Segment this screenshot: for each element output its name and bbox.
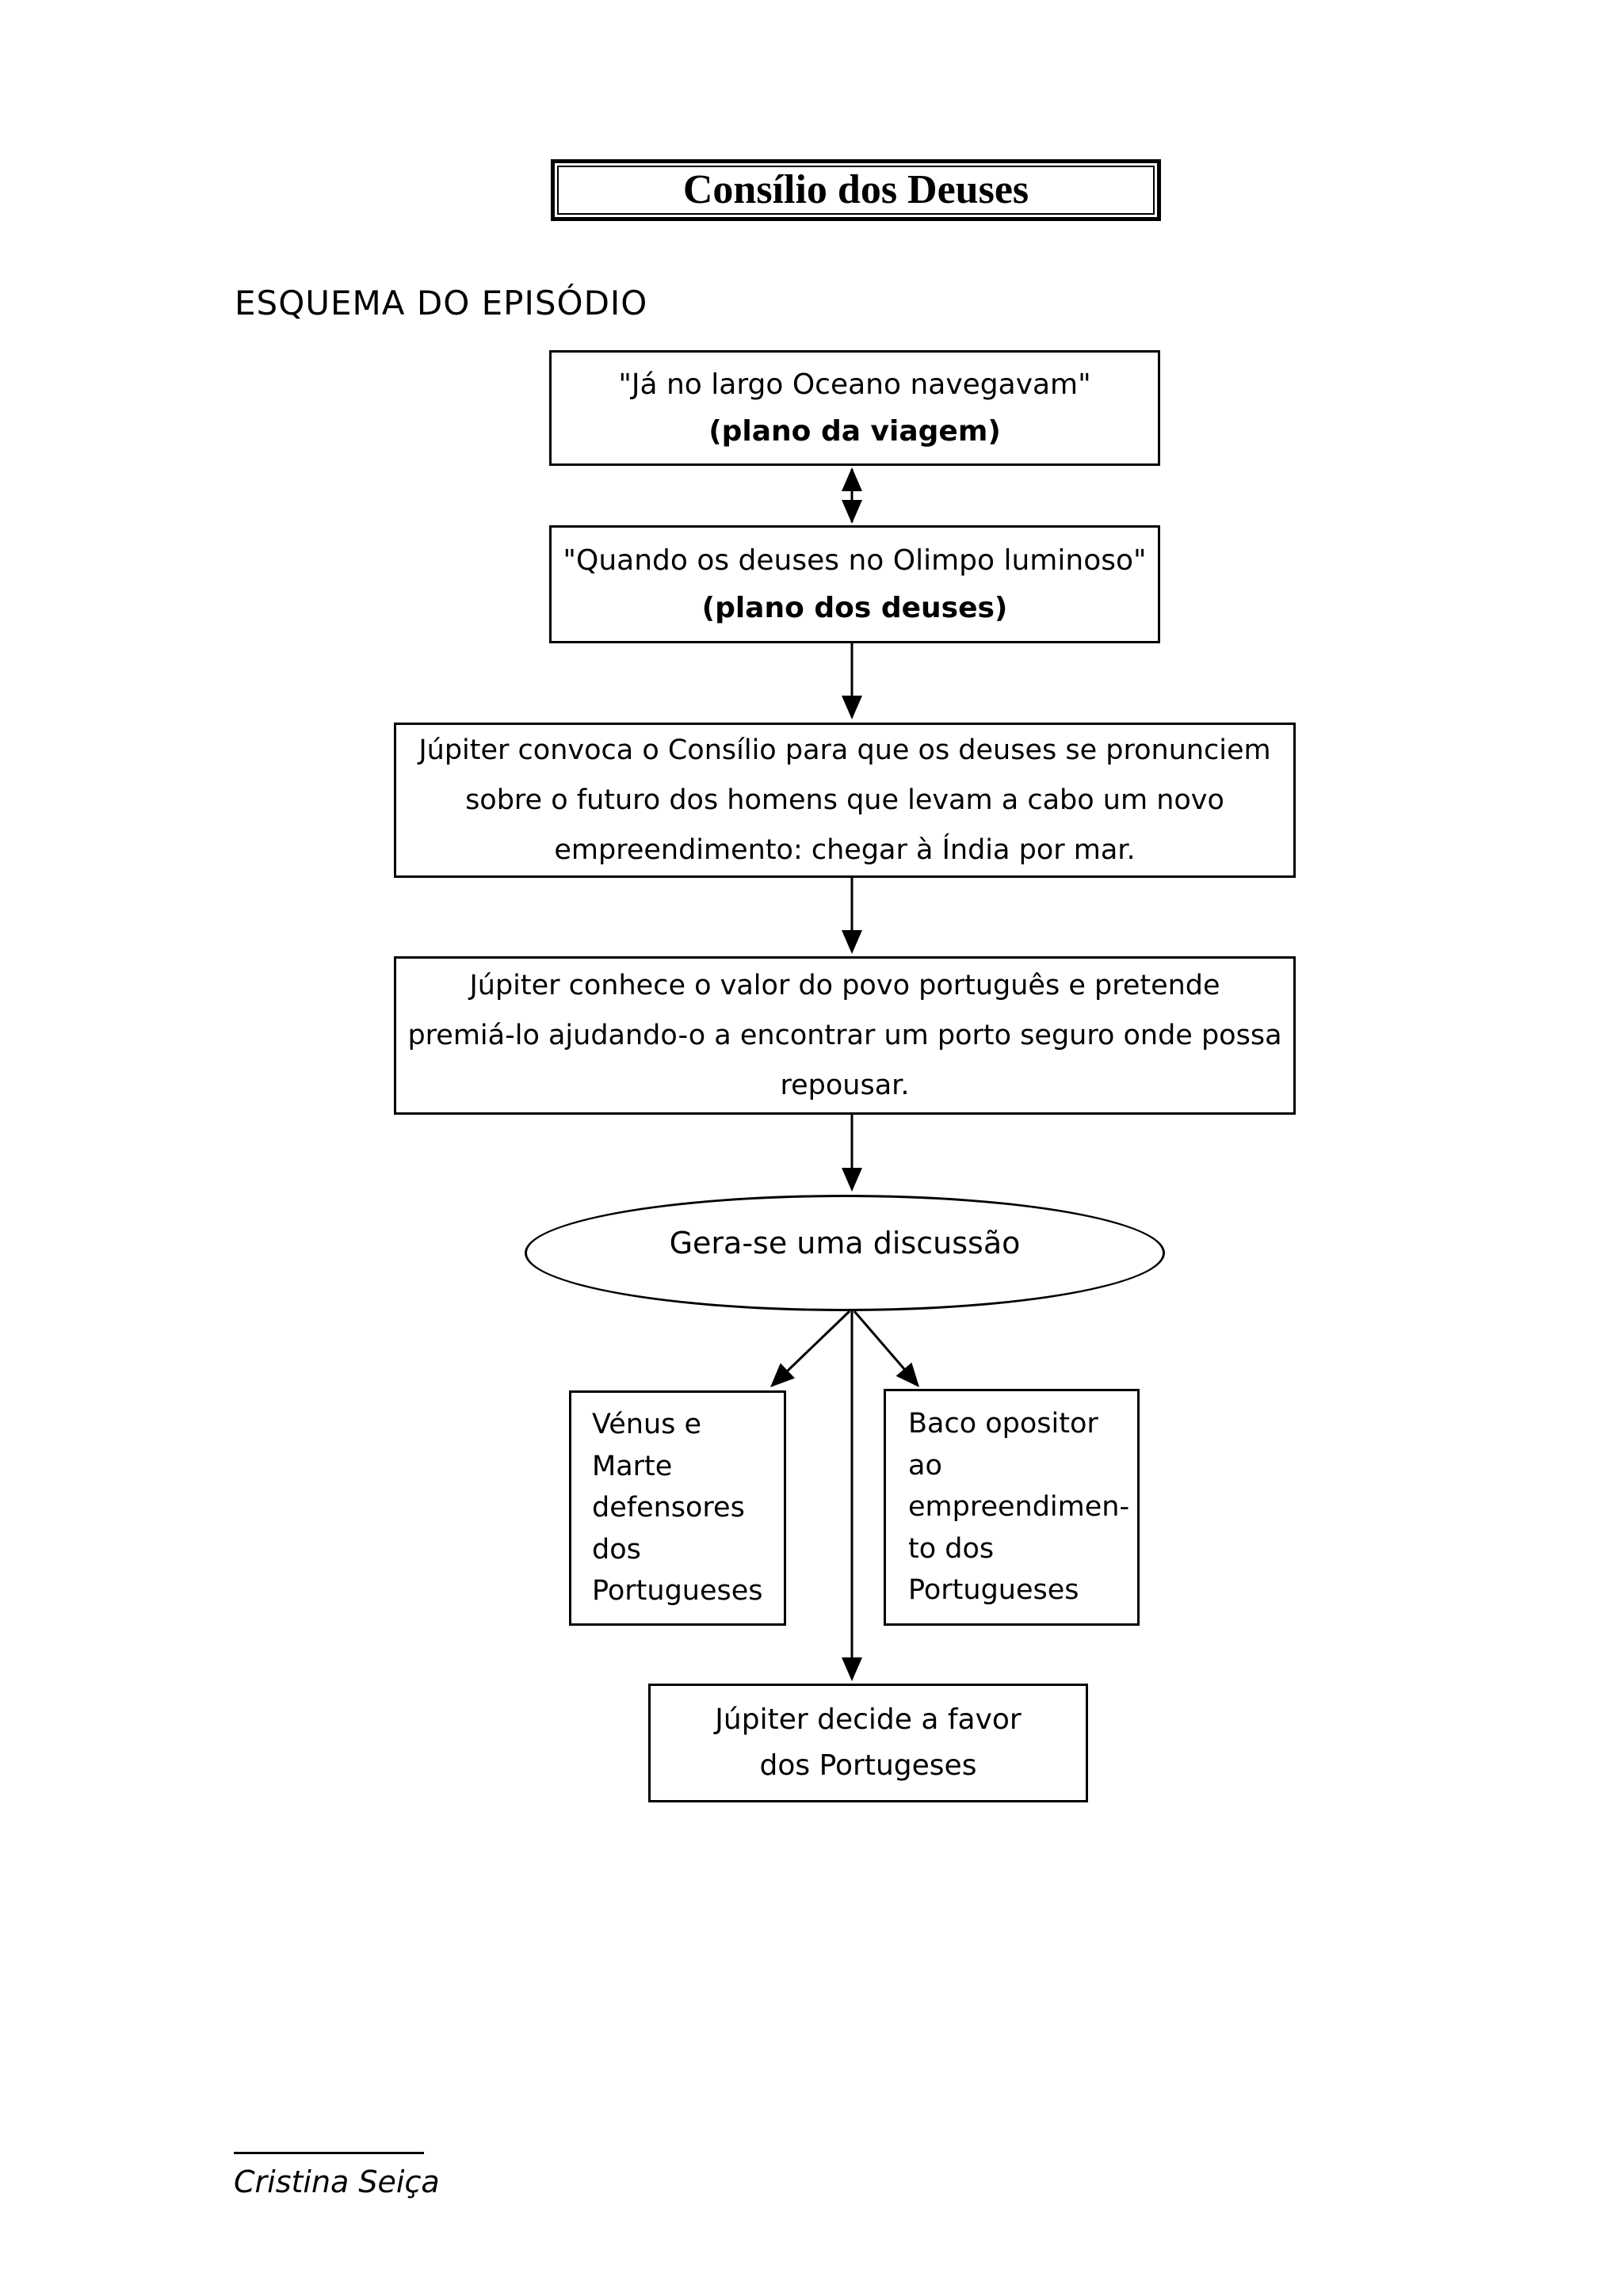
- venus-marte-text: Vénus e Marte defensores dos Portugueses: [592, 1409, 763, 1608]
- quote-line-deuses: "Quando os deuses no Olimpo luminoso": [563, 544, 1147, 578]
- arrow-line-ellipse-baco: [853, 1310, 906, 1370]
- arrowhead-down: [842, 500, 862, 524]
- jupiter-conhece-text: Júpiter conhece o valor do povo portuguê…: [407, 969, 1282, 1101]
- flow-box-jupiter-decide: Júpiter decide a favor dos Portugeses: [648, 1684, 1088, 1802]
- arrow-line-ellipse-venus: [786, 1310, 851, 1372]
- arrowhead-down: [842, 696, 862, 719]
- footer-divider: [234, 2152, 424, 2154]
- plan-label-viagem: (plano da viagem): [708, 415, 1001, 448]
- title-box-inner: Consílio dos Deuses: [557, 166, 1155, 215]
- document-title: Consílio dos Deuses: [682, 167, 1029, 212]
- arrowhead-up: [842, 467, 862, 491]
- flow-ellipse-discussao: Gera-se uma discussão: [525, 1195, 1165, 1311]
- arrowhead-down: [842, 1657, 862, 1681]
- section-heading: ESQUEMA DO EPISÓDIO: [235, 284, 648, 322]
- flow-box-baco: Baco opositor ao empreendimen- to dos Po…: [884, 1389, 1140, 1626]
- jupiter-decide-text: Júpiter decide a favor dos Portugeses: [715, 1703, 1022, 1782]
- arrowhead-down: [842, 1168, 862, 1192]
- arrowhead-down-left: [770, 1363, 795, 1387]
- discussao-text: Gera-se uma discussão: [669, 1225, 1021, 1261]
- baco-text: Baco opositor ao empreendimen- to dos Po…: [908, 1408, 1130, 1607]
- flow-box-plano-viagem: "Já no largo Oceano navegavam" (plano da…: [549, 350, 1160, 466]
- flow-box-jupiter-convoca: Júpiter convoca o Consílio para que os d…: [394, 723, 1296, 878]
- flow-box-plano-deuses: "Quando os deuses no Olimpo luminoso" (p…: [549, 525, 1160, 643]
- quote-line-viagem: "Já no largo Oceano navegavam": [618, 368, 1091, 401]
- flow-box-venus-marte: Vénus e Marte defensores dos Portugueses: [569, 1390, 786, 1626]
- arrowhead-down-right: [896, 1362, 919, 1387]
- title-box: Consílio dos Deuses: [551, 159, 1161, 221]
- arrowhead-down: [842, 930, 862, 954]
- footer-author: Cristina Seiça: [234, 2164, 440, 2199]
- flow-box-jupiter-conhece: Júpiter conhece o valor do povo portuguê…: [394, 956, 1296, 1115]
- jupiter-convoca-text: Júpiter convoca o Consílio para que os d…: [418, 734, 1271, 866]
- plan-label-deuses: (plano dos deuses): [701, 591, 1008, 624]
